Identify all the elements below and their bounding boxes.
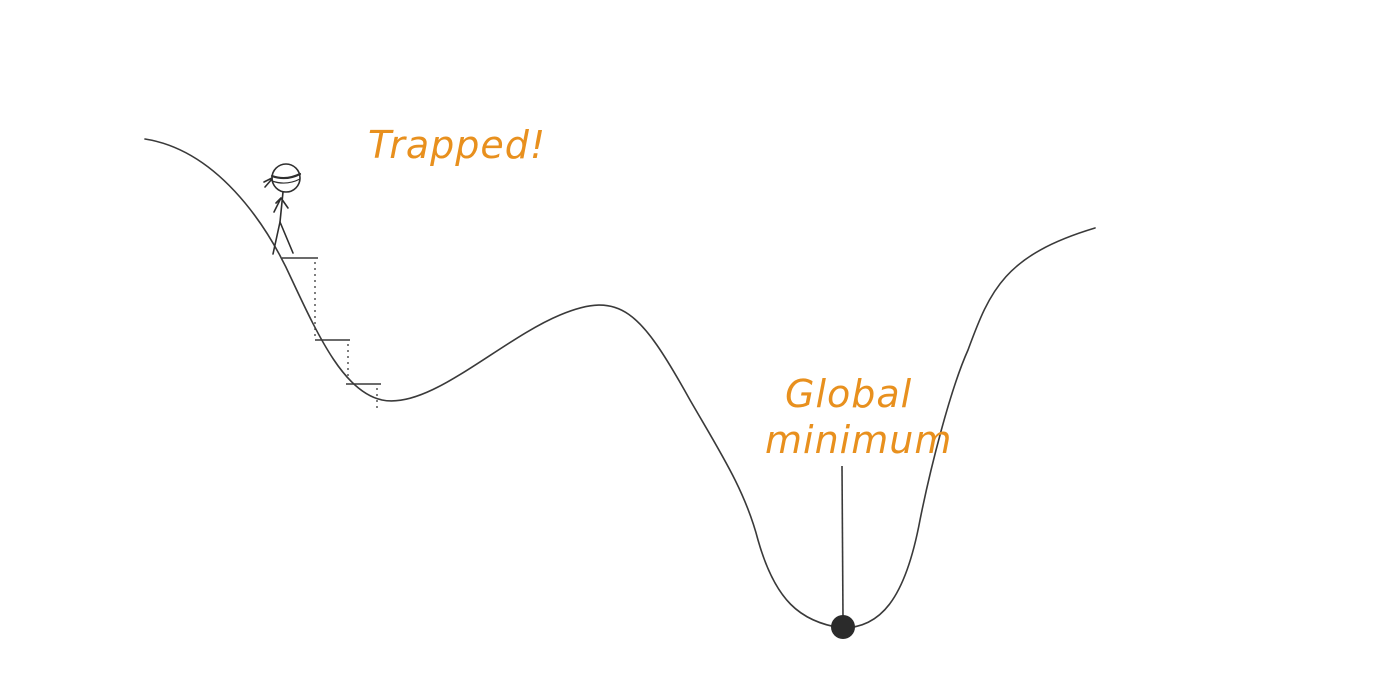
trapped-label: Trapped! xyxy=(368,123,546,167)
figure-arms xyxy=(273,197,289,213)
figure-blindfold xyxy=(270,172,302,180)
ball-icon xyxy=(831,615,855,639)
global-minimum-pointer xyxy=(841,465,844,619)
descent-steps xyxy=(282,257,381,408)
global-minimum-label-line1: Global xyxy=(785,372,912,416)
blindfolded-stick-figure-icon xyxy=(263,163,302,255)
global-minimum-label-line2: minimum xyxy=(765,418,952,462)
figure-blindfold-knot xyxy=(263,177,273,188)
landscape-curve xyxy=(144,138,1096,629)
figure-body xyxy=(279,191,284,223)
figure-legs xyxy=(272,221,294,255)
figure-blindfold-band xyxy=(271,178,301,184)
